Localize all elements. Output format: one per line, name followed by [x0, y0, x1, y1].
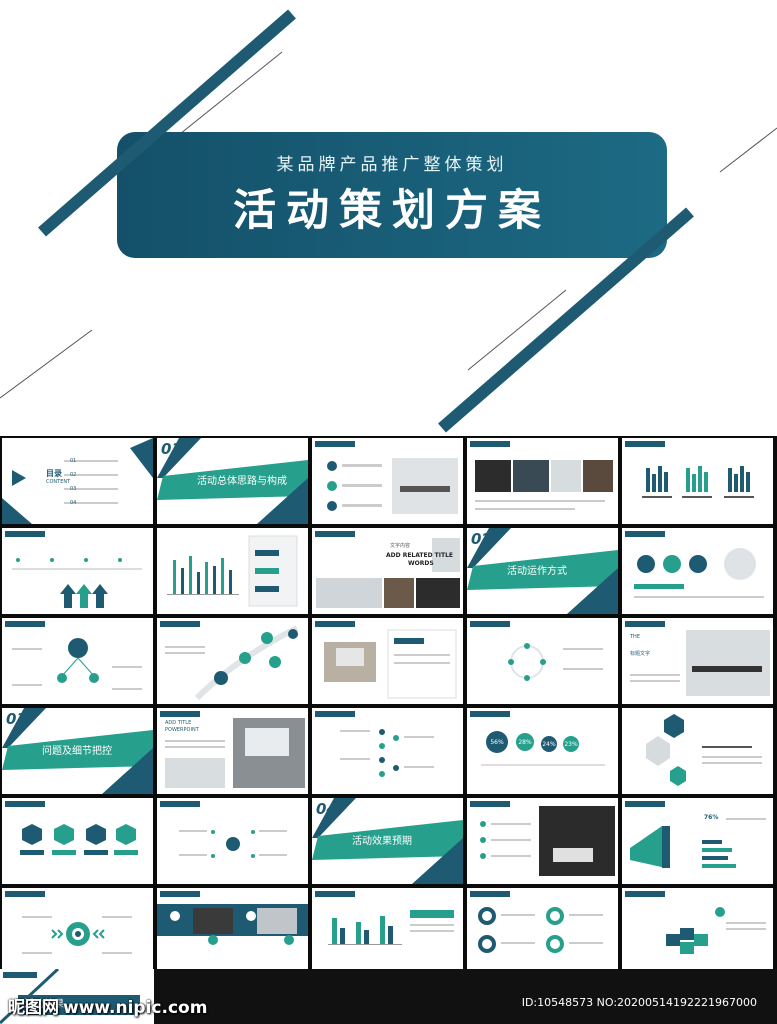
thin-line-top: [179, 51, 283, 135]
slide-thumb-bar-chart-2[interactable]: [312, 888, 463, 974]
textbox-heading: ADD RELATED TITLE: [386, 552, 454, 559]
section-title: 活动运作方式: [507, 566, 567, 577]
slide-thumb-icons[interactable]: [622, 528, 773, 614]
slide-thumb-percent-circles[interactable]: 56% 28% 24% 23%: [467, 708, 618, 794]
slide-thumb-puzzle[interactable]: [622, 888, 773, 974]
slide-thumb-cycle[interactable]: [467, 618, 618, 704]
powerpoint-title: POWERPOINT: [165, 727, 199, 733]
circle-value-1: 56%: [490, 739, 504, 746]
watermark-logo-text: 昵图网: [8, 998, 59, 1018]
watermark-site: www.nipic.com: [63, 998, 208, 1018]
thin-line-left: [0, 329, 93, 399]
slide-thumb-cloud[interactable]: [2, 618, 153, 704]
slide-thumb-section-2[interactable]: 02 活动运作方式: [467, 528, 618, 614]
slide-thumb-bars[interactable]: [622, 438, 773, 524]
slide-thumb-chart[interactable]: [157, 528, 308, 614]
slide-thumb-hexagons[interactable]: [622, 708, 773, 794]
section-number: 01: [161, 440, 182, 458]
slide-thumb-laptop[interactable]: [312, 618, 463, 704]
slide-thumbnail-grid: 目录 CONTENT 01 02 03 04 01 活动总体思路与构成: [0, 436, 777, 974]
slide-thumb-section-4[interactable]: 04 活动效果预期: [312, 798, 463, 884]
toc-item-3: 03: [70, 486, 77, 492]
thin-line-bottom: [467, 289, 567, 371]
cover-title: 活动策划方案: [233, 186, 551, 236]
circle-value-4: 23%: [564, 741, 578, 748]
slide-thumb-photos[interactable]: [467, 438, 618, 524]
cover-subtitle: 某品牌产品推广整体策划: [276, 155, 508, 175]
textbox-heading-2: WORDS: [408, 560, 434, 567]
slide-thumb-section-3[interactable]: 03 问题及细节把控: [2, 708, 153, 794]
slide-thumb-toc[interactable]: 目录 CONTENT 01 02 03 04: [2, 438, 153, 524]
toc-title-en: CONTENT: [46, 479, 71, 485]
toc-item-1: 01: [70, 458, 77, 464]
section-number: 03: [6, 710, 27, 728]
title-banner: [117, 132, 667, 258]
slide-thumb-section-1[interactable]: 01 活动总体思路与构成: [157, 438, 308, 524]
section-title: 活动效果预期: [352, 836, 412, 847]
slide-thumb-intro[interactable]: THE 标题文字: [622, 618, 773, 704]
slide-thumb-megaphone[interactable]: 76%: [622, 798, 773, 884]
slide-thumb-pins[interactable]: [157, 618, 308, 704]
image-id-text: ID:10548573 NO:20200514192221967000: [521, 996, 757, 1009]
slide-thumb-hex-icons[interactable]: [2, 798, 153, 884]
toc-item-4: 04: [70, 500, 77, 506]
intro-label: THE: [630, 634, 640, 640]
slide-thumb-checklist[interactable]: [312, 438, 463, 524]
textbox-label: 文字内容: [390, 543, 411, 549]
section-title: 活动总体思路与构成: [197, 476, 287, 487]
section-title: 问题及细节把控: [42, 746, 112, 757]
toc-item-2: 02: [70, 472, 77, 478]
cover-slide: 某品牌产品推广整体策划 活动策划方案: [0, 0, 777, 436]
circle-value-3: 24%: [542, 741, 556, 748]
slide-thumb-closing[interactable]: 活动效果: [0, 969, 154, 1024]
slide-thumb-textbox[interactable]: 文字内容 ADD RELATED TITLE WORDS: [312, 528, 463, 614]
diagonal-stripe-bottom: [438, 207, 694, 433]
slide-thumb-powerpoint[interactable]: ADD TITLE POWERPOINT: [157, 708, 308, 794]
slide-thumb-handshake[interactable]: [467, 798, 618, 884]
slide-thumb-people[interactable]: [157, 798, 308, 884]
slide-thumb-network[interactable]: [312, 708, 463, 794]
thin-line-right: [719, 127, 777, 173]
section-number: 02: [471, 530, 492, 548]
slide-thumb-arrows[interactable]: [2, 528, 153, 614]
slide-thumb-target[interactable]: [2, 888, 153, 974]
powerpoint-label: ADD TITLE: [165, 720, 192, 726]
section-number: 04: [316, 800, 337, 818]
closing-banner: 活动效果: [18, 995, 140, 1015]
slide-thumb-photo-icons[interactable]: [157, 888, 308, 974]
slide-thumb-donuts[interactable]: [467, 888, 618, 974]
intro-title: 标题文字: [630, 651, 651, 657]
toc-title: 目录: [46, 469, 62, 478]
diagonal-stripe-top: [38, 9, 296, 237]
circle-value-2: 28%: [518, 739, 532, 746]
stat-value: 76%: [704, 814, 719, 821]
cover-decoration: [0, 9, 777, 433]
